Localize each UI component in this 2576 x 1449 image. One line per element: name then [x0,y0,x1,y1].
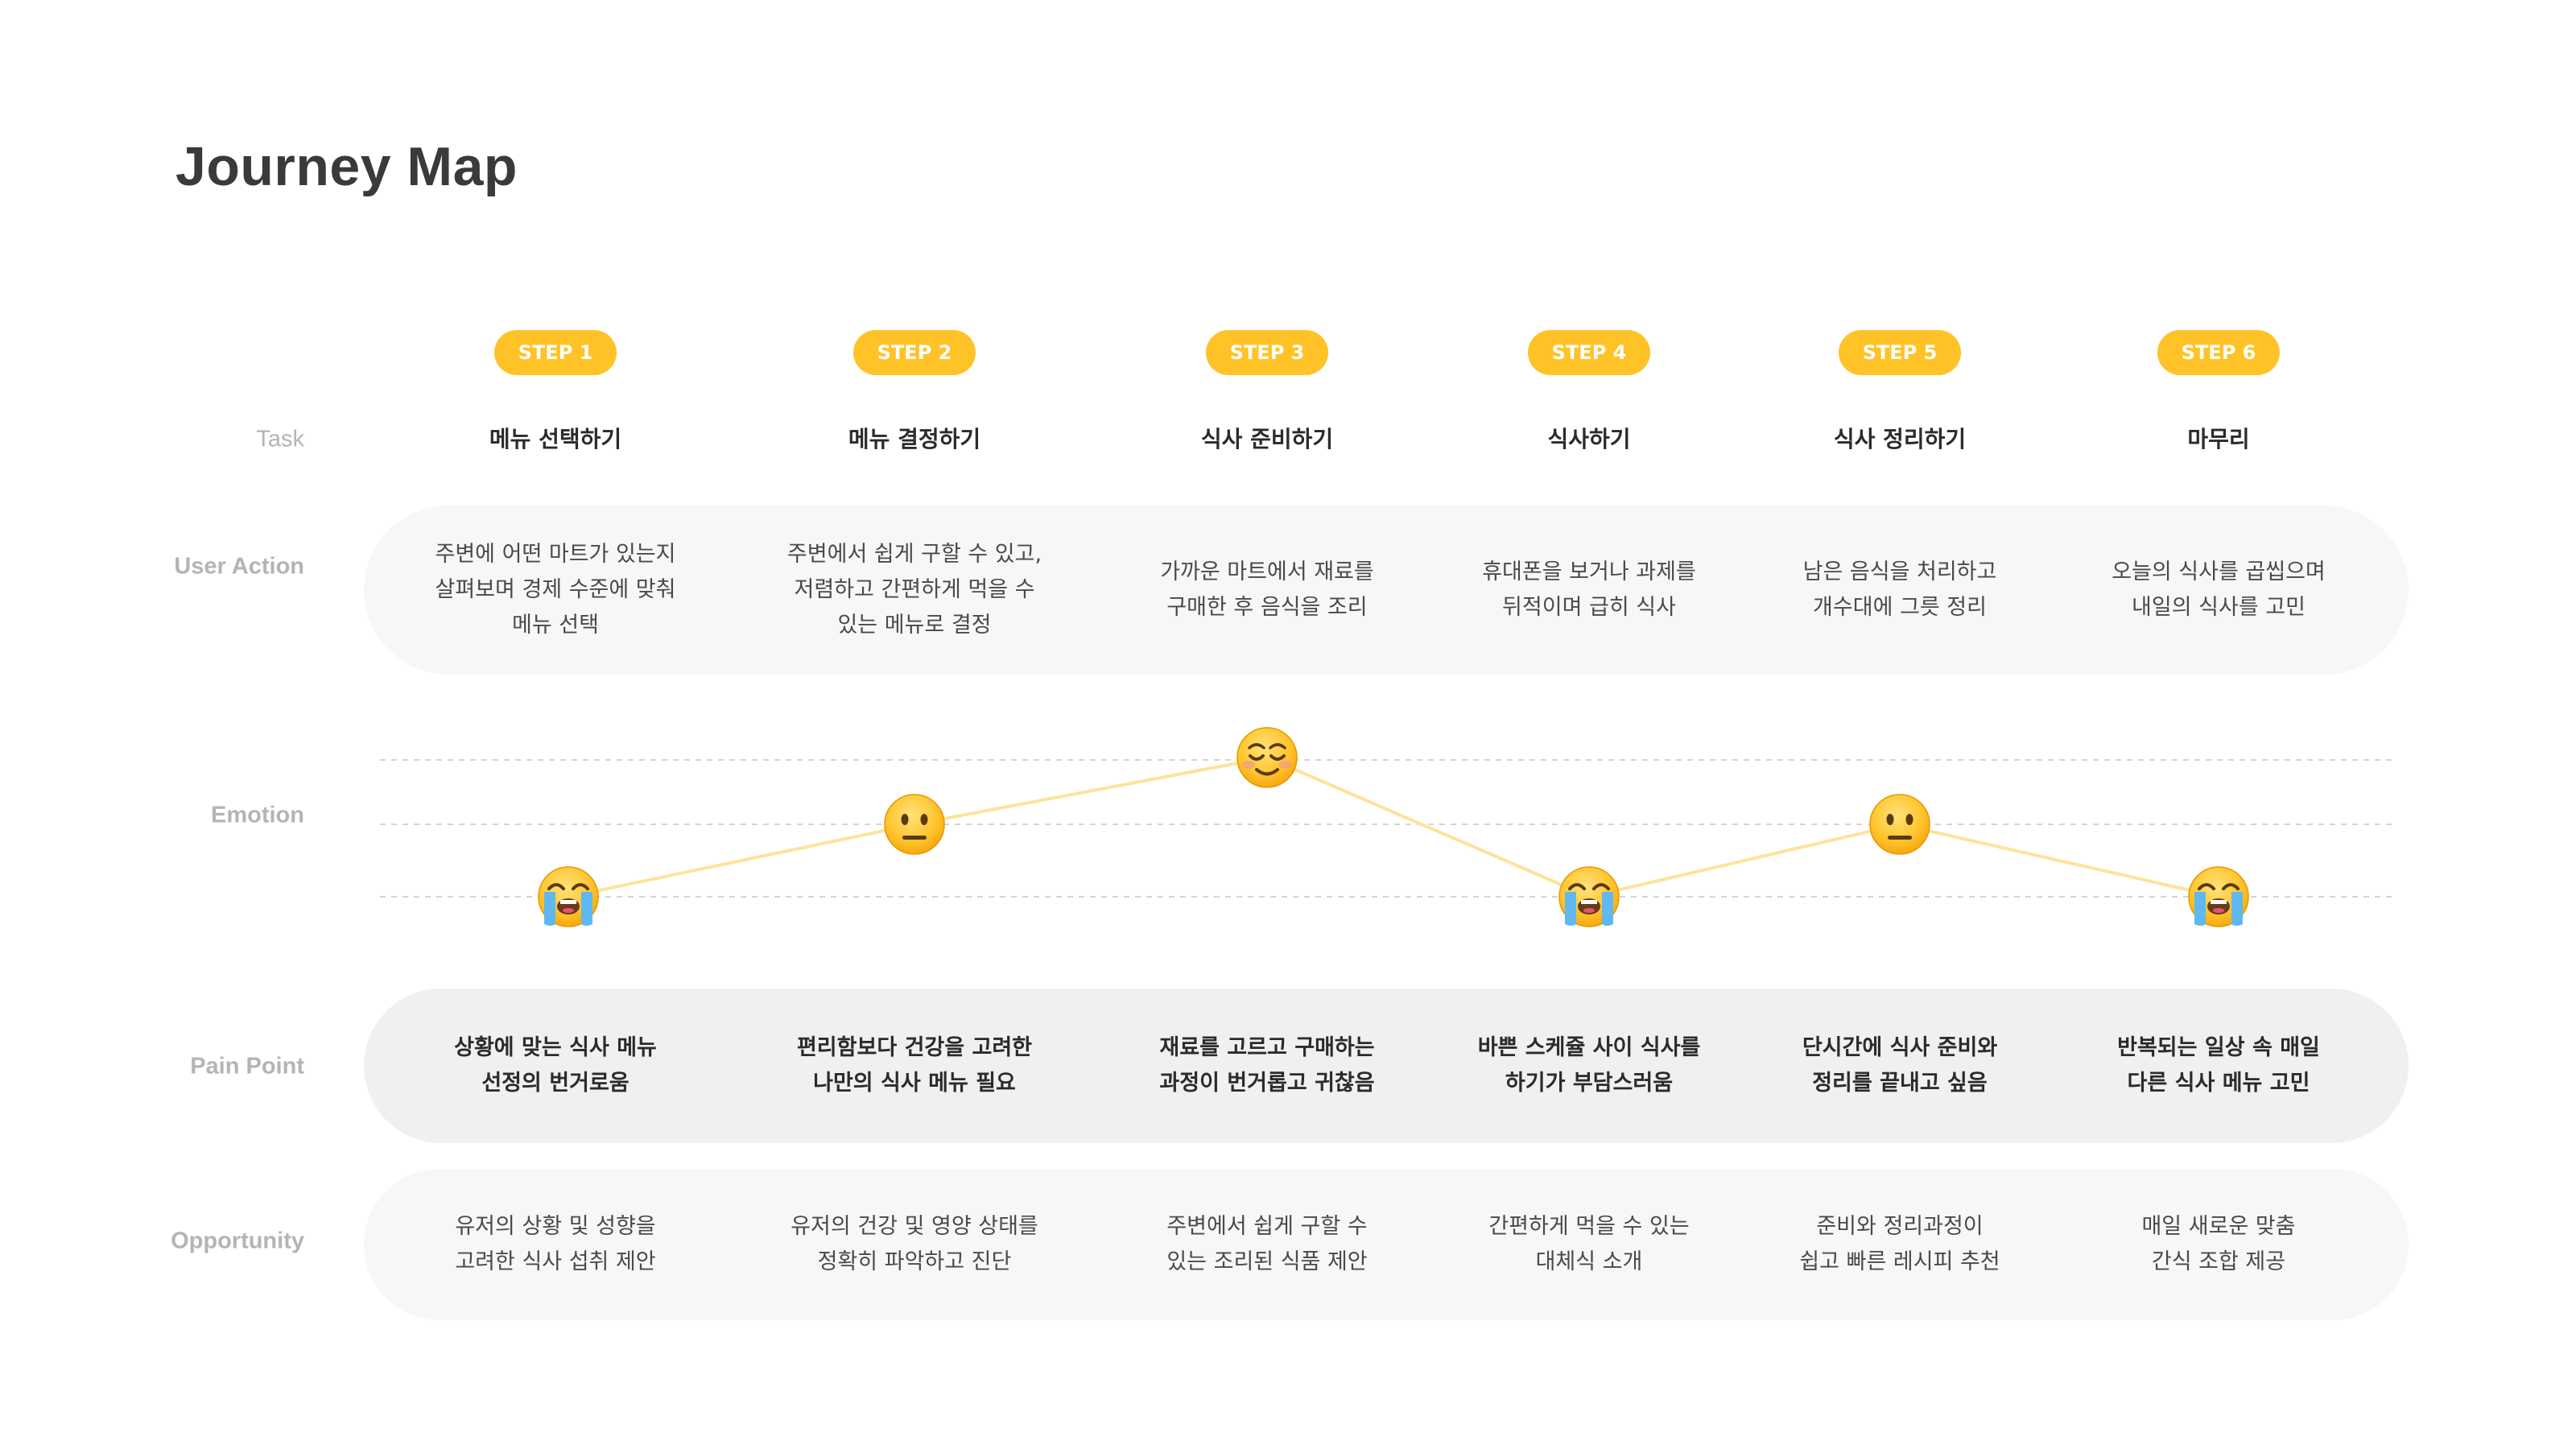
user-action-band [364,506,2409,675]
user-action-3: 가까운 마트에서 재료를 구매한 후 음식을 조리 [1114,506,1420,675]
step-2: STEP 2 [762,330,1067,375]
opportunity-3: 주변에서 쉽게 구할 수 있는 조리된 식품 제안 [1114,1169,1420,1320]
user-action-text: 오늘의 식사를 곱씹으며 내일의 식사를 고민 [2112,559,2326,620]
task-2: 메뉴 결정하기 [762,422,1067,454]
opportunity-text: 준비와 정리과정이 쉽고 빠른 레시피 추천 [1799,1214,2000,1274]
task-text: 식사 정리하기 [1833,426,1967,452]
user-action-6: 오늘의 식사를 곱씹으며 내일의 식사를 고민 [2066,506,2372,675]
step-6: STEP 6 [2066,330,2372,375]
step-badge: STEP 5 [1838,330,1962,375]
pain-point-text: 상황에 맞는 식사 메뉴 선정의 번거로움 [454,1035,657,1096]
neutral-face-icon [884,794,945,855]
pain-point-text: 재료를 고르고 구매하는 과정이 번거롭고 귀찮음 [1159,1035,1375,1096]
pain-point-3: 재료를 고르고 구매하는 과정이 번거롭고 귀찮음 [1114,989,1420,1143]
task-text: 마무리 [2187,426,2250,452]
pain-point-5: 단시간에 식사 준비와 정리를 끝내고 싶음 [1747,989,2053,1143]
emotion-line [568,756,2219,898]
task-text: 메뉴 선택하기 [489,426,622,452]
step-5: STEP 5 [1747,330,2053,375]
task-3: 식사 준비하기 [1114,422,1420,454]
opportunity-5: 준비와 정리과정이 쉽고 빠른 레시피 추천 [1747,1169,2053,1320]
opportunity-6: 매일 새로운 맞춤 간식 조합 제공 [2066,1169,2372,1320]
user-action-1: 주변에 어떤 마트가 있는지 살펴보며 경제 수준에 맞춰 메뉴 선택 [402,506,708,675]
opportunity-band [364,1169,2409,1320]
row-label-user-action: User Action [174,553,304,580]
opportunity-text: 매일 새로운 맞춤 간식 조합 제공 [2141,1214,2296,1274]
opportunity-text: 유저의 상황 및 성향을 고려한 식사 섭취 제안 [455,1214,656,1274]
pain-point-1: 상황에 맞는 식사 메뉴 선정의 번거로움 [402,989,708,1143]
opportunity-text: 유저의 건강 및 영양 상태를 정확히 파악하고 진단 [791,1214,1038,1274]
task-text: 식사하기 [1547,426,1631,452]
opportunity-text: 주변에서 쉽게 구할 수 있는 조리된 식품 제안 [1166,1214,1368,1274]
task-6: 마무리 [2066,422,2372,454]
pain-point-text: 바쁜 스케쥴 사이 식사를 하기가 부담스러움 [1477,1035,1701,1096]
step-badge: STEP 2 [852,330,976,375]
user-action-text: 휴대폰을 보거나 과제를 뒤적이며 급히 식사 [1482,559,1696,620]
task-4: 식사하기 [1436,422,1742,454]
pain-point-text: 편리함보다 건강을 고려한 나만의 식사 메뉴 필요 [796,1035,1033,1096]
opportunity-text: 간편하게 먹을 수 있는 대체식 소개 [1488,1214,1690,1274]
user-action-text: 가까운 마트에서 재료를 구매한 후 음식을 조리 [1160,559,1374,620]
row-label-task: Task [256,426,304,452]
task-1: 메뉴 선택하기 [402,422,708,454]
page-title: Journey Map [175,136,518,197]
crying-face-icon [1558,866,1620,927]
task-text: 메뉴 결정하기 [848,426,981,452]
step-badge: STEP 1 [493,330,617,375]
step-1: STEP 1 [402,330,708,375]
task-5: 식사 정리하기 [1747,422,2053,454]
pain-point-text: 반복되는 일상 속 매일 다른 식사 메뉴 고민 [2117,1035,2320,1096]
user-action-4: 휴대폰을 보거나 과제를 뒤적이며 급히 식사 [1436,506,1742,675]
crying-face-icon [538,866,599,927]
neutral-face-icon [1869,794,1930,855]
pain-point-text: 단시간에 식사 준비와 정리를 끝내고 싶음 [1802,1035,1998,1096]
pain-point-4: 바쁜 스케쥴 사이 식사를 하기가 부담스러움 [1436,989,1742,1143]
user-action-5: 남은 음식을 처리하고 개수대에 그릇 정리 [1747,506,2053,675]
crying-face-icon [2188,866,2249,927]
step-3: STEP 3 [1114,330,1420,375]
step-4: STEP 4 [1436,330,1742,375]
task-text: 식사 준비하기 [1200,426,1334,452]
user-action-text: 주변에 어떤 마트가 있는지 살펴보며 경제 수준에 맞춰 메뉴 선택 [435,542,676,638]
pain-point-6: 반복되는 일상 속 매일 다른 식사 메뉴 고민 [2066,989,2372,1143]
opportunity-4: 간편하게 먹을 수 있는 대체식 소개 [1436,1169,1742,1320]
pain-point-2: 편리함보다 건강을 고려한 나만의 식사 메뉴 필요 [762,989,1067,1143]
row-label-opportunity: Opportunity [171,1228,304,1254]
pain-point-band [364,989,2409,1143]
step-badge: STEP 4 [1527,330,1651,375]
opportunity-2: 유저의 건강 및 영양 상태를 정확히 파악하고 진단 [762,1169,1067,1320]
step-badge: STEP 6 [2157,330,2281,375]
smiling-face-icon [1236,727,1298,788]
user-action-text: 남은 음식을 처리하고 개수대에 그릇 정리 [1802,559,1997,620]
user-action-2: 주변에서 쉽게 구할 수 있고, 저렴하고 간편하게 먹을 수 있는 메뉴로 결… [762,506,1067,675]
row-label-emotion: Emotion [211,802,304,828]
row-label-pain-point: Pain Point [190,1053,304,1080]
user-action-text: 주변에서 쉽게 구할 수 있고, 저렴하고 간편하게 먹을 수 있는 메뉴로 결… [786,542,1042,638]
opportunity-1: 유저의 상황 및 성향을 고려한 식사 섭취 제안 [402,1169,708,1320]
step-badge: STEP 3 [1205,330,1329,375]
